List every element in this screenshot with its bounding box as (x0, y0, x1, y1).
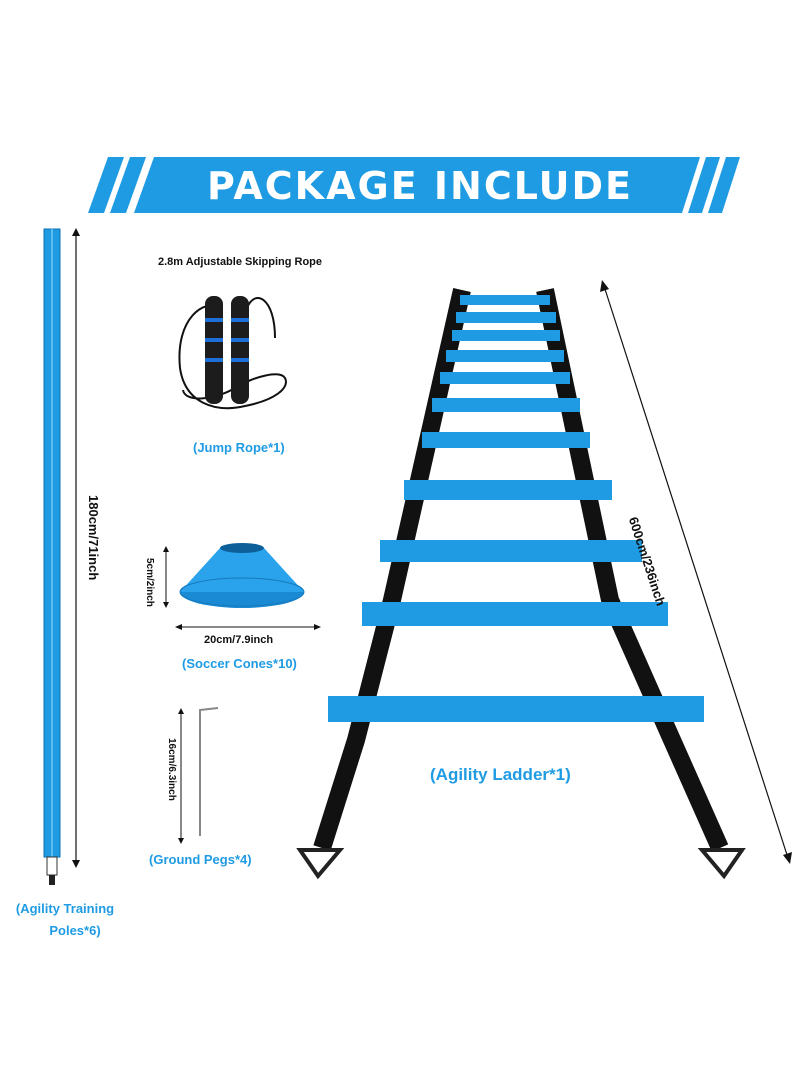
rope-title: 2.8m Adjustable Skipping Rope (158, 256, 323, 268)
soccer-cone-icon (179, 543, 305, 608)
agility-pole-icon (43, 228, 61, 885)
pole-length-arrow-icon (72, 228, 80, 868)
jump-rope-icon (178, 296, 287, 410)
cone-caption: (Soccer Cones*10) (182, 656, 297, 671)
peg-length-arrow-icon (178, 708, 184, 844)
peg-length-label: 16cm/6.3inch (166, 738, 177, 801)
ladder-caption: (Agility Ladder*1) (430, 765, 571, 784)
pole-length-label: 180cm/71inch (86, 495, 101, 581)
banner-title: PACKAGE INCLUDE (207, 164, 633, 208)
ladder-length-arrow-icon (600, 280, 792, 864)
pole-caption-line1: (Agility Training (15, 901, 115, 916)
cone-height-label: 5cm/2inch (144, 558, 155, 607)
ground-peg-icon (199, 707, 219, 836)
cone-width-arrow-icon (175, 624, 321, 630)
cone-width-label: 20cm/7.9inch (204, 634, 274, 646)
banner-graphic (88, 157, 740, 213)
pole-caption: (Agility Training Poles*6) (0, 898, 130, 942)
rope-caption: (Jump Rope*1) (193, 440, 285, 455)
cone-height-arrow-icon (163, 546, 169, 608)
peg-caption: (Ground Pegs*4) (149, 852, 252, 867)
pole-caption-line2: Poles*6) (49, 923, 101, 938)
